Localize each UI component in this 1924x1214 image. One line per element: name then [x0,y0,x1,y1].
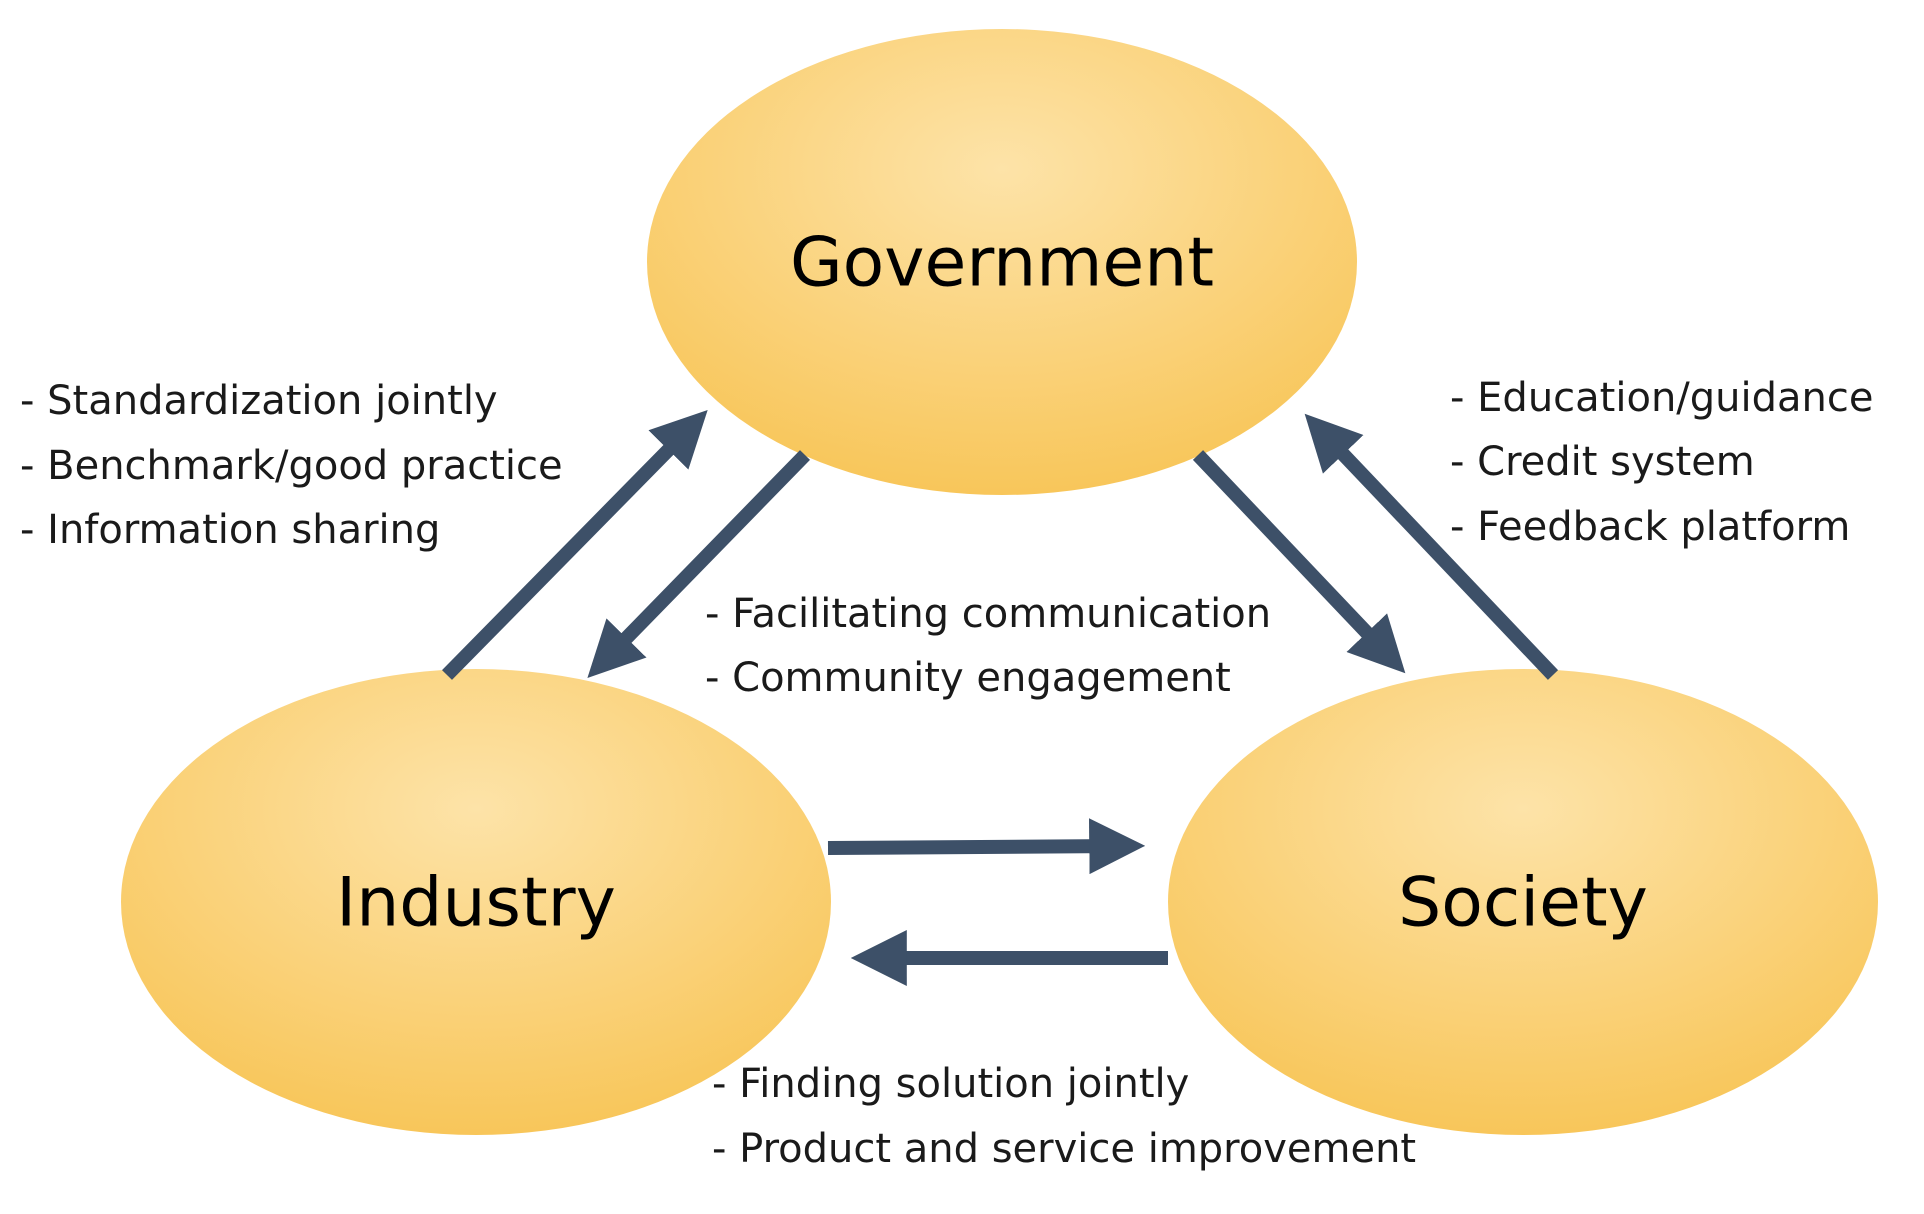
note-line: - Information sharing [20,507,440,553]
government-node: Government [647,29,1357,495]
government-ellipse [647,29,1357,495]
arrow-industry-to-government [442,410,708,680]
note-line: - Community engagement [705,655,1231,701]
society-label: Society [1398,864,1648,943]
arrow-government-to-industry [587,450,811,679]
arrow-society-to-government [1304,413,1559,680]
industry-ellipse [121,669,831,1135]
note-line: - Facilitating communication [705,591,1271,637]
note-line: - Product and service improvement [712,1126,1416,1172]
note-center: - Facilitating communication - Community… [705,591,1271,701]
society-ellipse [1168,669,1878,1135]
note-government-society: - Education/guidance - Credit system - F… [1450,375,1873,550]
note-industry-society: - Finding solution jointly - Product and… [712,1061,1416,1172]
industry-node: Industry [121,669,831,1135]
note-line: - Finding solution jointly [712,1061,1189,1107]
note-line: - Credit system [1450,439,1755,485]
note-line: - Education/guidance [1450,375,1873,421]
society-node: Society [1168,669,1878,1135]
note-line: - Standardization jointly [20,378,498,424]
industry-label: Industry [336,864,616,943]
note-line: - Benchmark/good practice [20,443,563,489]
arrows [442,410,1559,986]
government-label: Government [790,224,1214,303]
note-line: - Feedback platform [1450,504,1850,550]
arrow-industry-to-society [827,818,1146,875]
arrow-government-to-society [1192,450,1406,674]
note-industry-government: - Standardization jointly - Benchmark/go… [20,378,563,553]
